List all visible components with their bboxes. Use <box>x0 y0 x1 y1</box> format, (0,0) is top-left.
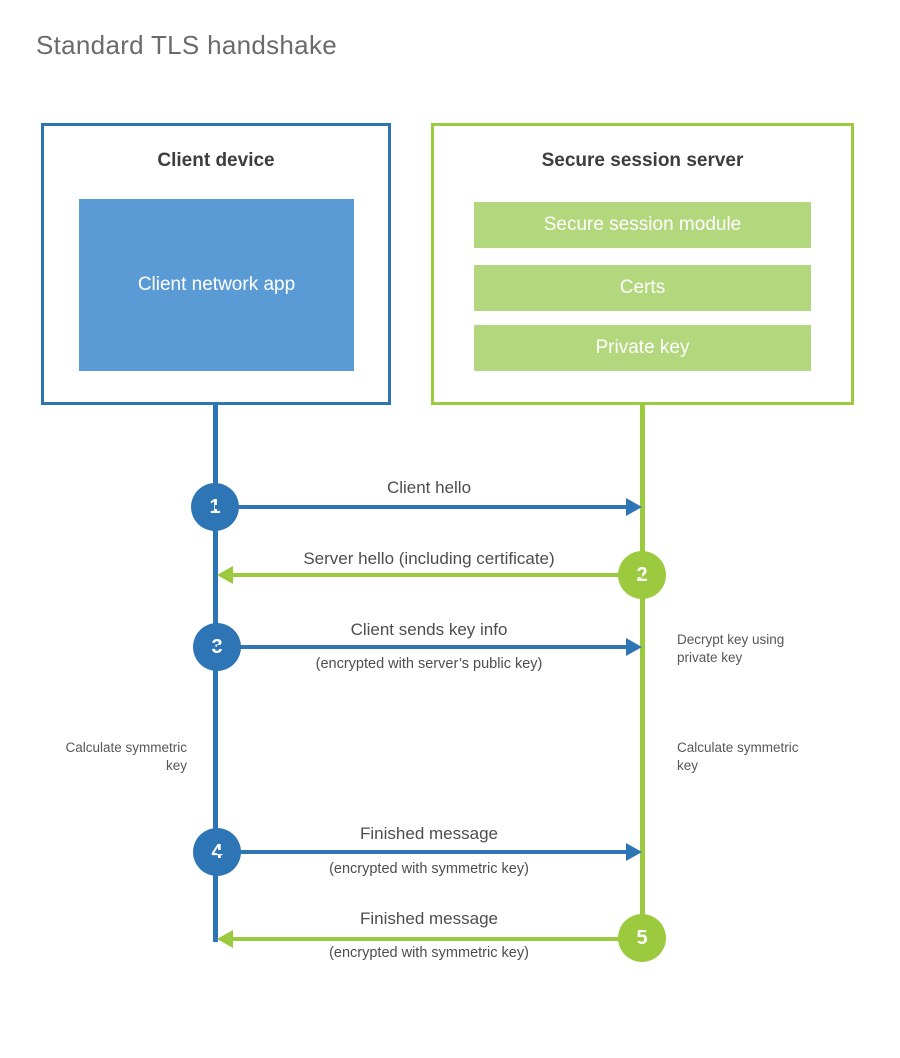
server-calculate-symmetric-key-note: Calculate symmetric key <box>677 740 799 773</box>
arrow-left-icon <box>217 566 233 584</box>
step-3-sublabel: (encrypted with server’s public key) <box>315 656 543 672</box>
client-lifeline <box>213 403 218 942</box>
step-5-label: Finished message <box>360 909 498 928</box>
arrow-left-icon <box>217 930 233 948</box>
step-3-arrow <box>217 645 628 649</box>
step-5-arrow <box>231 937 642 941</box>
client-device-box: Client device Client network app <box>41 123 391 405</box>
step-4-arrow <box>217 850 628 854</box>
client-network-app-label: Client network app <box>137 273 296 295</box>
client-device-title: Client device <box>157 150 275 171</box>
step-2-number: 2 <box>636 563 648 586</box>
arrow-right-icon <box>626 498 642 516</box>
step-4-label: Finished message <box>360 824 498 843</box>
page-title: Standard TLS handshake <box>36 30 338 60</box>
step-1-arrow <box>215 505 628 509</box>
step-3-label: Client sends key info <box>350 620 508 639</box>
client-calculate-symmetric-key-note: Calculate symmetric key <box>65 740 187 773</box>
server-lifeline <box>640 403 645 936</box>
step-5-number: 5 <box>636 926 648 949</box>
step-2-arrow <box>231 573 642 577</box>
step-2-label: Server hello (including certificate) <box>303 549 555 568</box>
server-title: Secure session server <box>541 150 744 171</box>
client-network-app-box: Client network app <box>79 199 354 371</box>
step-1-label: Client hello <box>386 478 472 497</box>
secure-session-server-box: Secure session server Secure session mod… <box>431 123 854 405</box>
arrow-right-icon <box>626 638 642 656</box>
step-4-sublabel: (encrypted with symmetric key) <box>329 861 529 877</box>
server-module-certs: Certs <box>474 265 811 311</box>
arrow-right-icon <box>626 843 642 861</box>
step-5-sublabel: (encrypted with symmetric key) <box>329 945 529 961</box>
decrypt-key-note: Decrypt key using private key <box>677 632 785 665</box>
server-module-secure-session: Secure session module <box>474 202 811 248</box>
server-module-private-key: Private key <box>474 325 811 371</box>
